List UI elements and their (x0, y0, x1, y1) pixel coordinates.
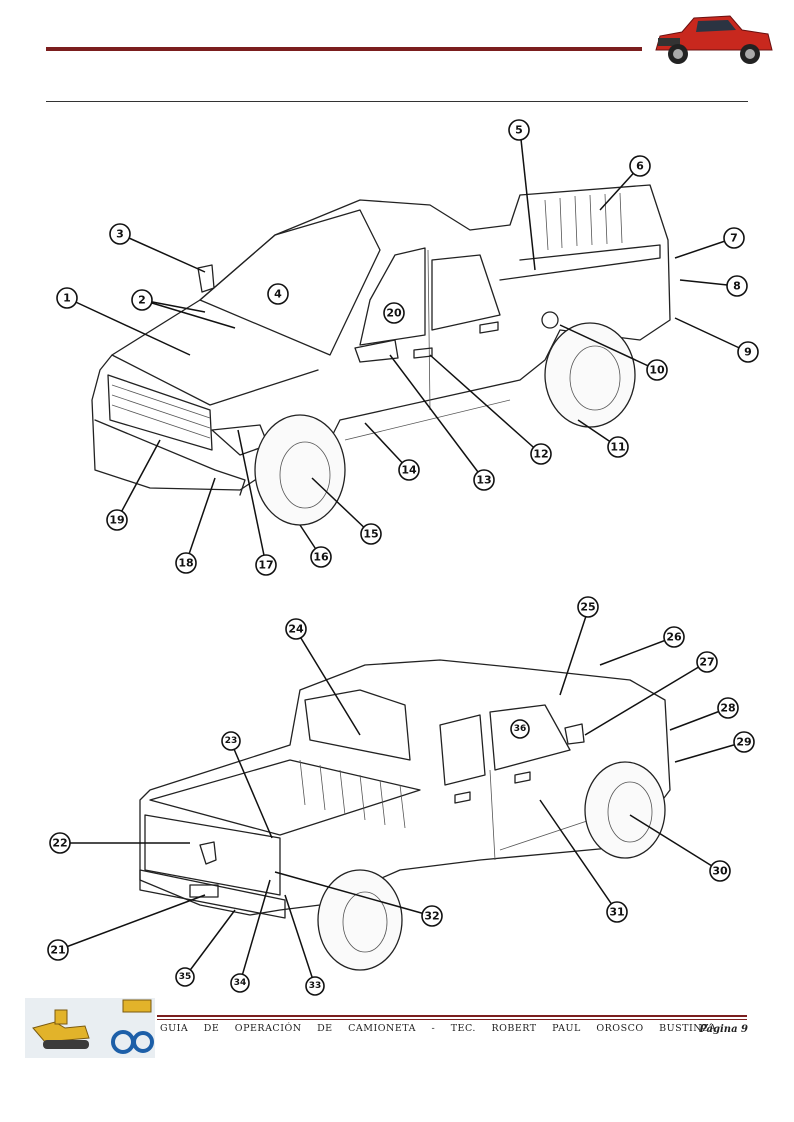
callout-33: 33 (305, 976, 325, 996)
callout-8: 8 (726, 275, 748, 297)
header-divider (46, 101, 748, 102)
callout-5: 5 (508, 119, 530, 141)
bottom-callouts: 21 22 23 24 25 26 27 28 29 30 31 32 33 3… (47, 596, 755, 996)
callout-18: 18 (175, 552, 197, 574)
svg-text:2: 2 (138, 294, 146, 307)
svg-text:15: 15 (363, 528, 378, 541)
svg-text:5: 5 (515, 124, 523, 137)
svg-text:23: 23 (225, 736, 238, 746)
callout-25: 25 (577, 596, 599, 618)
callout-24: 24 (285, 618, 307, 640)
svg-text:33: 33 (309, 981, 322, 991)
page-number: Página 9 (699, 1024, 748, 1035)
footer-rule (157, 1015, 747, 1017)
svg-text:10: 10 (649, 364, 665, 377)
svg-text:1: 1 (63, 292, 71, 305)
bottom-callout-leaders (57, 609, 745, 987)
svg-text:31: 31 (609, 906, 624, 919)
svg-text:8: 8 (733, 280, 741, 293)
callout-35: 35 (175, 967, 195, 987)
callout-12: 12 (530, 443, 552, 465)
callout-16: 16 (310, 546, 332, 568)
svg-text:19: 19 (109, 514, 124, 527)
svg-text:17: 17 (258, 559, 273, 572)
callout-26: 26 (663, 626, 685, 648)
callout-15: 15 (360, 523, 382, 545)
callout-7: 7 (723, 227, 745, 249)
svg-text:12: 12 (533, 448, 548, 461)
rear-view-truck (139, 659, 671, 971)
callout-34: 34 (230, 973, 250, 993)
callout-14: 14 (398, 459, 420, 481)
svg-text:14: 14 (401, 464, 417, 477)
top-callouts: 1 2 3 4 5 6 7 8 9 10 11 12 13 14 15 16 1… (56, 119, 759, 576)
svg-text:29: 29 (736, 736, 751, 749)
svg-text:35: 35 (179, 972, 192, 982)
footer-title: GUIA DE OPERACIÓN DE CAMIONETA - TEC. RO… (160, 1023, 717, 1034)
svg-text:6: 6 (636, 160, 644, 173)
callout-17: 17 (255, 554, 277, 576)
svg-text:22: 22 (52, 837, 67, 850)
callout-11: 11 (607, 436, 629, 458)
svg-text:4: 4 (274, 288, 282, 301)
svg-text:34: 34 (234, 978, 247, 988)
red-pickup-truck-icon (655, 15, 773, 64)
svg-text:21: 21 (50, 944, 65, 957)
svg-text:26: 26 (666, 631, 682, 644)
callout-3: 3 (109, 223, 131, 245)
callout-31: 31 (606, 901, 628, 923)
svg-text:24: 24 (288, 623, 304, 636)
svg-text:3: 3 (116, 228, 124, 241)
callout-20: 20 (383, 302, 405, 324)
footer-rule-thin (157, 1019, 747, 1020)
callout-28: 28 (717, 697, 739, 719)
svg-text:18: 18 (178, 557, 193, 570)
callout-4: 4 (267, 283, 289, 305)
truck-diagram: 1 2 3 4 5 6 7 8 9 10 11 12 13 14 15 16 1… (47, 119, 759, 996)
callout-32: 32 (421, 905, 443, 927)
callout-36: 36 (510, 719, 530, 739)
svg-text:30: 30 (712, 865, 728, 878)
svg-text:36: 36 (514, 724, 527, 734)
svg-text:9: 9 (744, 346, 752, 359)
callout-10: 10 (646, 359, 668, 381)
callout-19: 19 (106, 509, 128, 531)
svg-text:11: 11 (610, 441, 625, 454)
svg-text:16: 16 (313, 551, 329, 564)
callout-30: 30 (709, 860, 731, 882)
svg-text:7: 7 (730, 232, 738, 245)
callout-29: 29 (733, 731, 755, 753)
svg-text:28: 28 (720, 702, 735, 715)
svg-text:25: 25 (580, 601, 595, 614)
callout-9: 9 (737, 341, 759, 363)
top-callout-leaders (66, 129, 749, 566)
front-view-truck (91, 184, 671, 526)
callout-2: 2 (131, 289, 153, 311)
callout-6: 6 (629, 155, 651, 177)
callout-27: 27 (696, 651, 718, 673)
callout-13: 13 (473, 469, 495, 491)
callout-23: 23 (221, 731, 241, 751)
callout-21: 21 (47, 939, 69, 961)
svg-text:27: 27 (699, 656, 714, 669)
svg-text:20: 20 (386, 307, 402, 320)
callout-1: 1 (56, 287, 78, 309)
callout-22: 22 (49, 832, 71, 854)
svg-text:13: 13 (476, 474, 491, 487)
svg-text:32: 32 (424, 910, 439, 923)
header-rule (46, 47, 642, 51)
bulldozer-logo-icon (25, 998, 155, 1058)
